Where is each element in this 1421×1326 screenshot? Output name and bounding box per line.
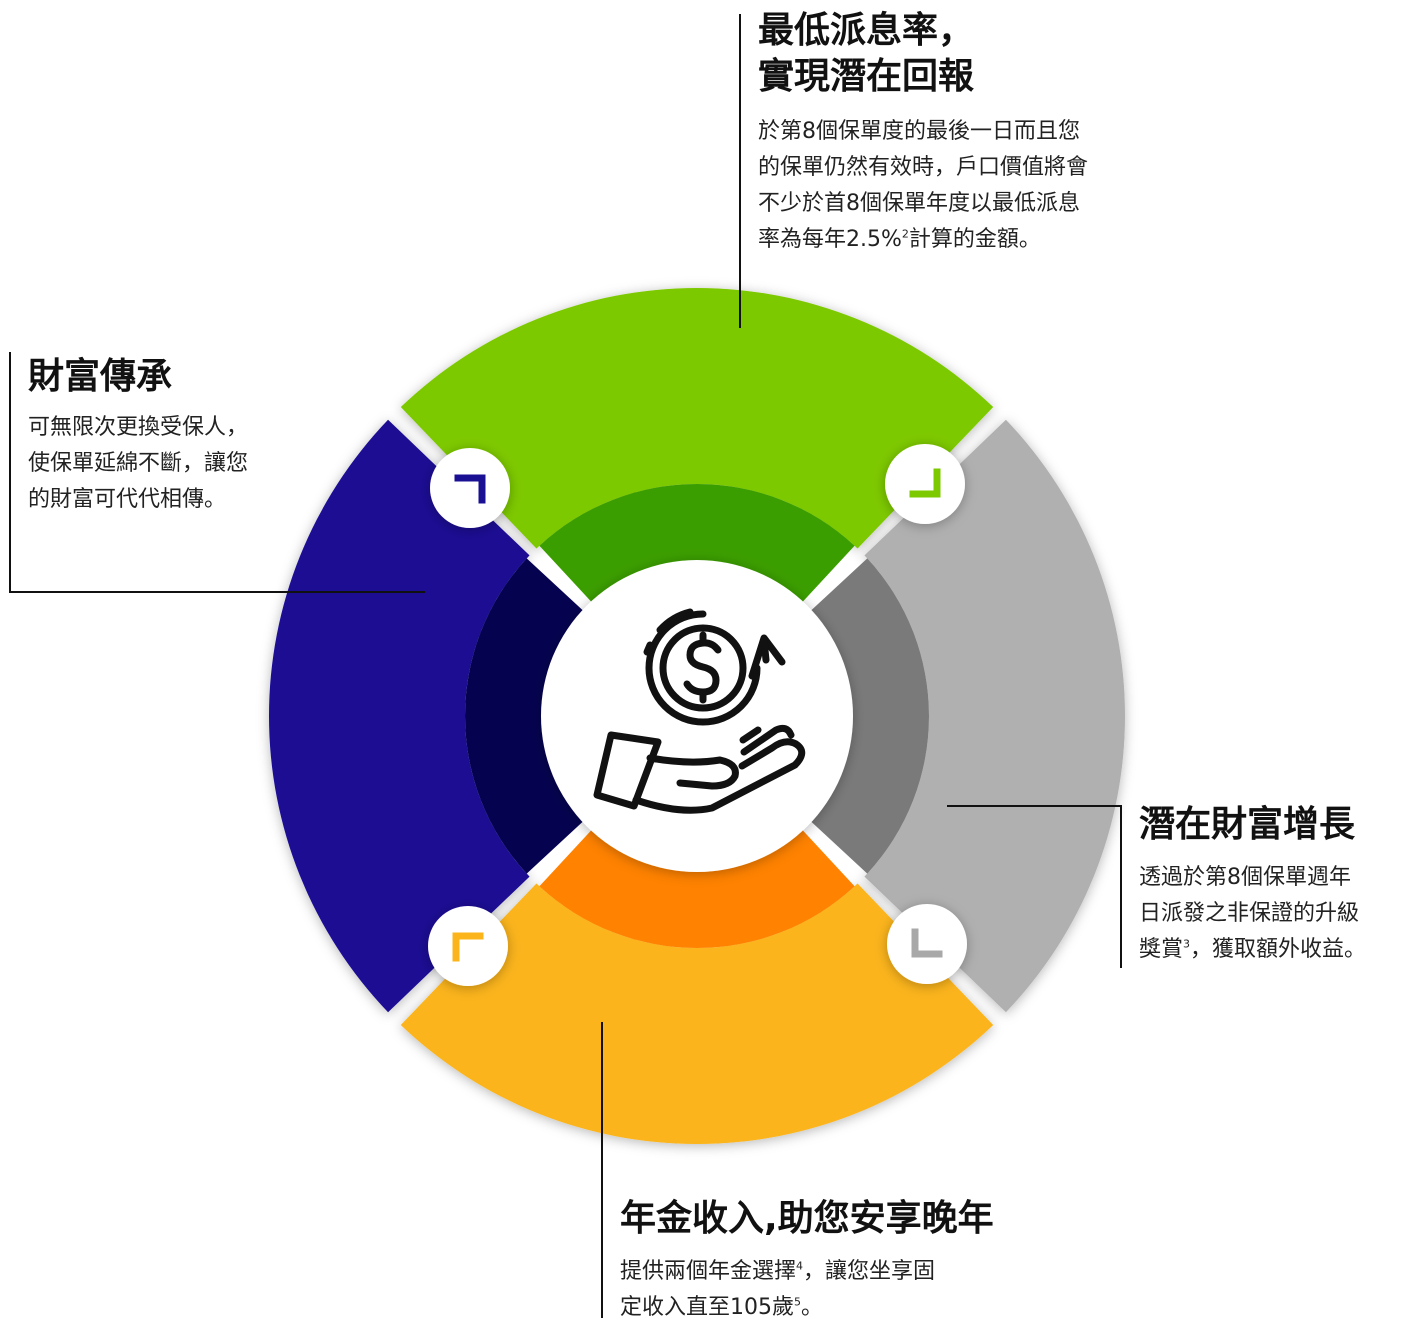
top-callout-title: 最低派息率， 實現潛在回報 — [758, 10, 975, 97]
right-callout-description: 透過於第8個保單週年 日派發之非保證的升級 獎賞3，獲取額外收益。 — [1139, 865, 1367, 962]
center-circle — [541, 560, 853, 872]
left-callout-description: 可無限次更換受保人， 使保單延綿不斷，讓您 的財富可代代相傳。 — [28, 415, 249, 512]
corner-bracket-top-right-icon — [885, 444, 965, 524]
left-callout-title: 財富傳承 — [28, 356, 173, 397]
top-callout: 最低派息率， 實現潛在回報 於第8個保單度的最後一日而且您 的保單仍然有效時，戶… — [758, 8, 1198, 258]
bottom-callout-title: 年金收入,助您安享晚年 — [620, 1198, 994, 1239]
segment-outer-bottom — [400, 883, 994, 1144]
segment-outer-top — [400, 287, 994, 549]
segment-inner-right — [807, 558, 930, 874]
segment-inner-bottom — [539, 826, 855, 948]
corner-bracket-top-left-icon — [430, 448, 510, 528]
bottom-callout-description: 提供兩個年金選擇4，讓您坐享固 定收入直至105歲5。 — [620, 1259, 936, 1320]
corner-bracket-bottom-right-icon — [887, 904, 967, 984]
right-callout: 潛在財富增長 透過於第8個保單週年 日派發之非保證的升級 獎賞3，獲取額外收益。 — [1139, 802, 1421, 968]
segment-outer-left — [269, 419, 530, 1013]
bottom-callout: 年金收入,助您安享晚年 提供兩個年金選擇4，讓您坐享固 定收入直至105歲5。 — [620, 1196, 1060, 1326]
top-callout-description: 於第8個保單度的最後一日而且您 的保單仍然有效時，戶口價值將會 不少於首8個保單… — [758, 119, 1089, 252]
right-callout-title: 潛在財富增長 — [1139, 804, 1356, 845]
hand-with-dollar-coin-growth-icon — [593, 608, 806, 814]
leader-line-right — [947, 805, 1122, 968]
segment-inner-top — [539, 483, 855, 606]
left-callout: 財富傳承 可無限次更換受保人， 使保單延綿不斷，讓您 的財富可代代相傳。 — [28, 354, 328, 518]
segment-inner-left — [465, 558, 587, 874]
corner-bracket-bottom-left-icon — [428, 906, 508, 986]
leader-line-left — [9, 352, 425, 593]
segment-outer-right — [864, 419, 1125, 1013]
